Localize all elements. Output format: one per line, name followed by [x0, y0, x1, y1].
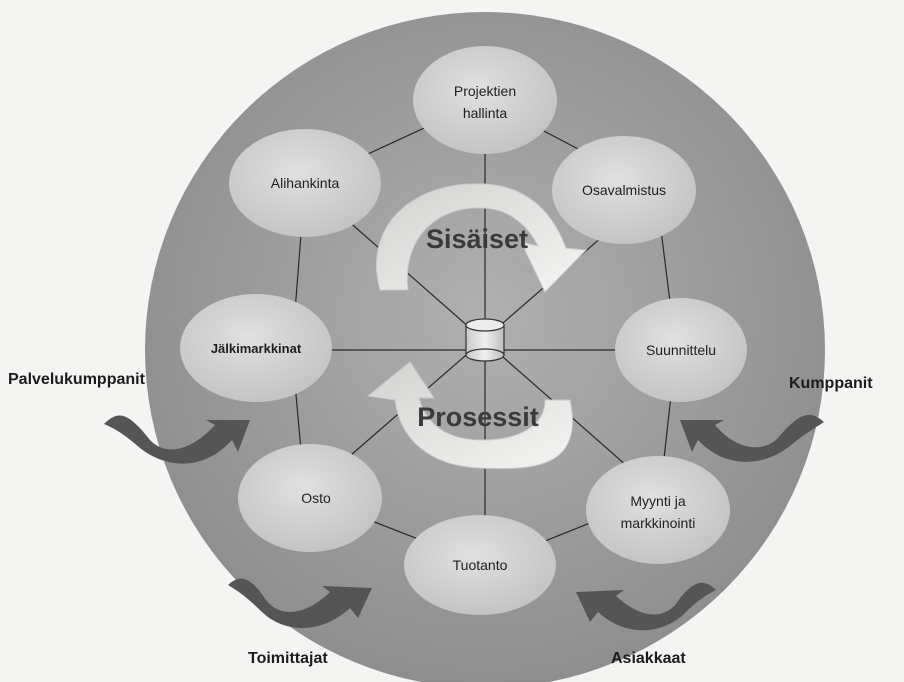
toimittajat-arrow-icon [228, 578, 372, 629]
node-label-line: hallinta [463, 105, 508, 121]
node-label-line: Projektien [454, 83, 516, 99]
cycle-upper-label: Sisäiset [426, 224, 528, 254]
node-myynti-ja-markkinointi[interactable]: Myynti ja markkinointi [586, 456, 730, 564]
node-label-line: Alihankinta [271, 175, 340, 191]
toimittajat-label: Toimittajat [248, 650, 328, 667]
palvelukumppanit-arrow-icon [104, 415, 250, 464]
asiakkaat-arrow-icon [576, 582, 716, 631]
kumppanit-label: Kumppanit [789, 375, 873, 392]
node-jalkimarkkinat[interactable]: Jälkimarkkinat [180, 294, 332, 402]
node-label-line: Suunnittelu [646, 342, 716, 358]
database-cylinder-icon [465, 318, 505, 362]
upper-cycle-arrow [375, 183, 588, 293]
node-label-line: Osavalmistus [582, 182, 666, 198]
node-label-line: Osto [301, 490, 331, 506]
node-osavalmistus[interactable]: Osavalmistus [552, 136, 696, 244]
external-arrows [104, 414, 824, 631]
node-projektien-hallinta[interactable]: Projektien hallinta [413, 46, 557, 154]
hub-nodes: Projektien hallinta Osavalmistus Suunnit… [180, 46, 747, 615]
palvelukumppanit-label: Palvelukumppanit [8, 371, 145, 388]
node-suunnittelu[interactable]: Suunnittelu [615, 298, 747, 402]
node-label-line: Tuotanto [453, 557, 508, 573]
node-label-line: markkinointi [621, 515, 696, 531]
node-tuotanto[interactable]: Tuotanto [404, 515, 556, 615]
node-label-line: Jälkimarkkinat [211, 341, 302, 356]
node-osto[interactable]: Osto [238, 444, 382, 552]
node-alihankinta[interactable]: Alihankinta [229, 129, 381, 237]
kumppanit-arrow-icon [680, 414, 824, 462]
lower-cycle-arrow [366, 361, 573, 470]
asiakkaat-label: Asiakkaat [611, 650, 686, 667]
node-label-line: Myynti ja [630, 493, 685, 509]
cycle-lower-label: Prosessit [417, 402, 539, 432]
